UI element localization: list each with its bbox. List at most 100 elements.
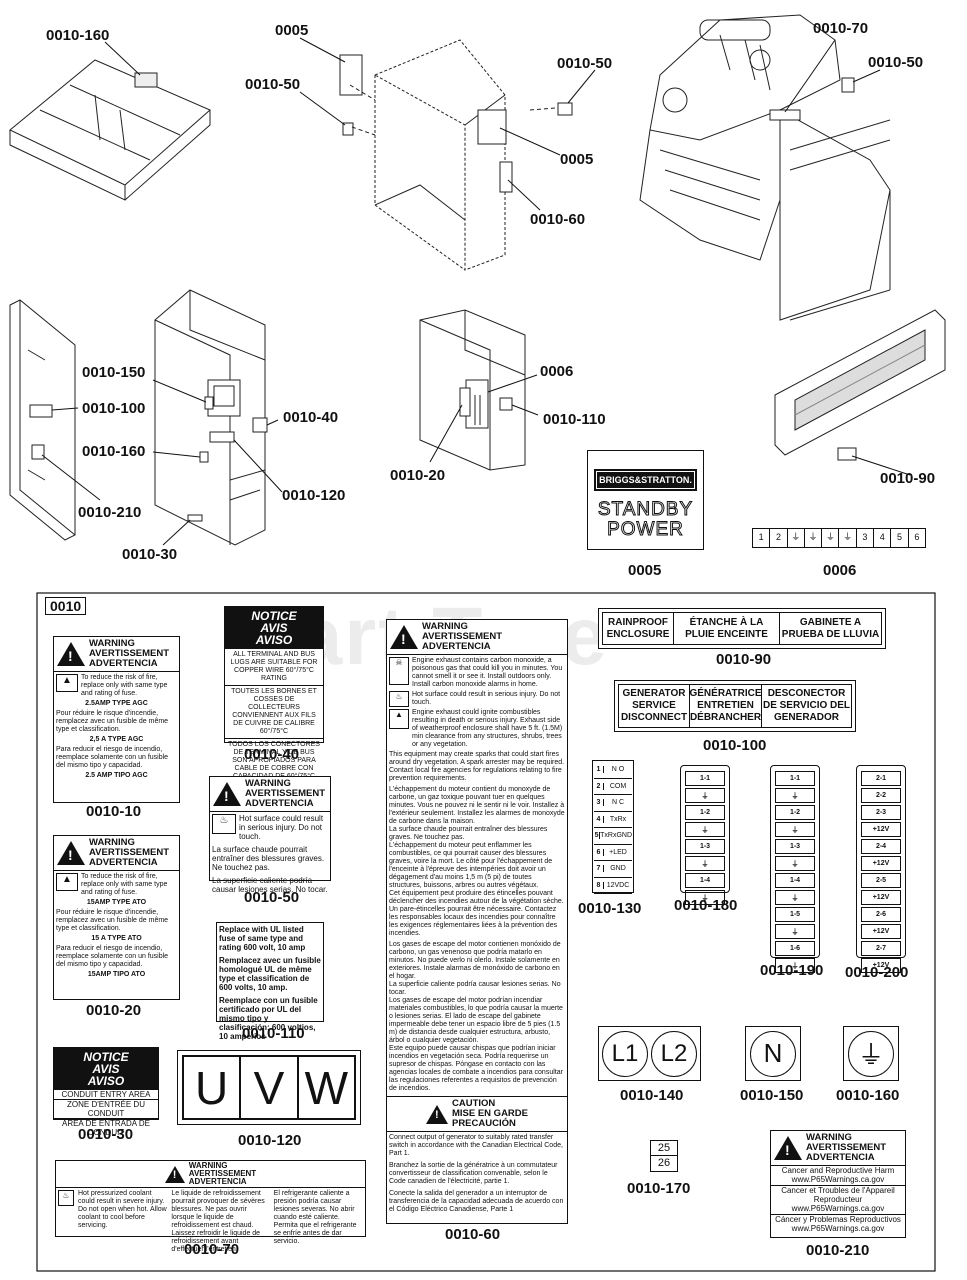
- warning-triangle-icon: !: [164, 1165, 185, 1183]
- terminal-cell: 1-1: [775, 771, 815, 786]
- callout-0010-50-engine: 0010-50: [868, 54, 924, 71]
- exhaust-grille-drawing: [774, 309, 946, 461]
- strip-cell: ⏚: [839, 529, 857, 547]
- terminal-cell: ⏚: [685, 890, 725, 905]
- terminal-cell: ⏚: [685, 822, 725, 837]
- part-label: 0010-130: [578, 900, 642, 917]
- part-label: 0010-210: [806, 1242, 870, 1259]
- l1-symbol: L1: [602, 1030, 648, 1077]
- base-frame-drawing: [9, 59, 211, 201]
- callout-0010-60: 0010-60: [530, 211, 586, 228]
- label-0010-160: ⏚: [843, 1026, 899, 1081]
- terminal-name: GND: [610, 865, 626, 873]
- hot-surface-icon: ♨: [212, 814, 236, 834]
- terminal-cell: ⏚: [775, 890, 815, 905]
- terminal-cell: 1-1: [685, 771, 725, 786]
- l2-symbol: L2: [651, 1030, 697, 1077]
- disconnect-en: GENERATOR SERVICE DISCONNECT: [618, 684, 690, 728]
- brand-label-0005: BRIGGS&STRATTON. STANDBY POWER: [587, 450, 704, 550]
- coolant-hazard-icon: ♨: [58, 1190, 74, 1206]
- callout-0010-40: 0010-40: [283, 409, 339, 426]
- terminal-cell: 2-5: [861, 873, 901, 888]
- terminal-cell: 2-4: [861, 839, 901, 854]
- callout-0010-70: 0010-70: [813, 20, 869, 37]
- neutral-symbol: N: [750, 1030, 796, 1077]
- terminal-name: N C: [611, 799, 625, 807]
- terminal-cell: 2-2: [861, 788, 901, 803]
- terminal-number: 2: [594, 782, 604, 790]
- part-label: 0010-140: [620, 1087, 684, 1104]
- label-0010-190: 1-1⏚1-2⏚1-3⏚1-4⏚1-5⏚1-6⏚: [770, 765, 820, 973]
- terminal-cell: 1-3: [685, 839, 725, 854]
- callout-0010-110: 0010-110: [543, 411, 606, 428]
- terminal-number: 8: [594, 881, 604, 889]
- terminal-strip-0006: 1 2 ⏚ ⏚ ⏚ ⏚ 3 4 5 6: [752, 528, 926, 548]
- briggs-logo: BRIGGS&STRATTON.: [594, 469, 697, 491]
- terminal-cell: 2-6: [861, 907, 901, 922]
- terminal-cell: ⏚: [685, 856, 725, 871]
- label-0010-110: Replace with UL listed fuse of same type…: [216, 922, 324, 1041]
- terminal-cell: 1-2: [775, 805, 815, 820]
- callout-0010-50-left: 0010-50: [245, 76, 301, 93]
- part-label: 0010-190: [760, 962, 824, 979]
- strip-cell: ⏚: [822, 529, 840, 547]
- callout-0006: 0006: [540, 363, 574, 380]
- terminal-cell: 1-4: [685, 873, 725, 888]
- part-label: 0010-20: [86, 1002, 142, 1019]
- terminal-26: 26: [657, 1157, 671, 1169]
- side-panel-drawing: [9, 299, 76, 541]
- part-label: 0010-160: [836, 1087, 900, 1104]
- terminal-row: 3 N C: [594, 795, 632, 812]
- part-label: 0010-110: [242, 1025, 305, 1042]
- terminal-cell: 1-6: [775, 941, 815, 956]
- terminal-row: 2 COM: [594, 779, 632, 795]
- warning-triangle-icon: !: [213, 782, 241, 806]
- part-label: 0010-70: [184, 1241, 240, 1258]
- fire-hazard-icon: ▲: [389, 709, 409, 729]
- terminal-name: TxRx: [609, 815, 627, 823]
- label-0010-140: L1 L2: [598, 1026, 701, 1081]
- terminal-cell: ⏚: [775, 958, 815, 973]
- fire-hazard-icon: ▲: [56, 873, 78, 891]
- terminal-name: COM: [609, 782, 627, 790]
- callout-0010-100: 0010-100: [82, 400, 146, 417]
- phase-v: V: [241, 1055, 299, 1120]
- terminal-number: 3: [594, 799, 604, 807]
- terminal-cell: ⏚: [775, 822, 815, 837]
- terminal-cell: ⏚: [775, 924, 815, 939]
- terminal-cell: 2-3: [861, 805, 901, 820]
- callout-0010-120: 0010-120: [282, 487, 346, 504]
- standby-text: STANDBY: [597, 499, 694, 521]
- strip-cell: 4: [874, 529, 892, 547]
- engine-drawing: [639, 14, 891, 321]
- warning-triangle-icon: !: [57, 642, 85, 666]
- label-0010-90: RAINPROOF ENCLOSURE ÉTANCHE À LA PLUIE E…: [598, 608, 886, 649]
- part-label: 0010-10: [86, 803, 142, 820]
- terminal-name: 12VDC: [606, 881, 630, 889]
- terminal-cell: 2-7: [861, 941, 901, 956]
- terminal-cell: +12V: [861, 924, 901, 939]
- terminal-cell: +12V: [861, 890, 901, 905]
- terminal-name: +LED: [609, 848, 627, 856]
- part-label: 0010-200: [845, 964, 909, 981]
- label-0010-120: U V W: [177, 1050, 361, 1125]
- strip-cell: 3: [857, 529, 875, 547]
- callout-0010-160: 0010-160: [82, 443, 146, 460]
- part-label-0006: 0006: [823, 562, 857, 579]
- part-label: 0010-40: [244, 746, 300, 763]
- rainproof-es: GABINETE A PRUEBA DE LLUVIA: [780, 612, 882, 645]
- label-0010-170: 25 26: [650, 1140, 678, 1172]
- callout-0005-top: 0005: [275, 22, 309, 39]
- label-0010-150: N: [745, 1026, 801, 1081]
